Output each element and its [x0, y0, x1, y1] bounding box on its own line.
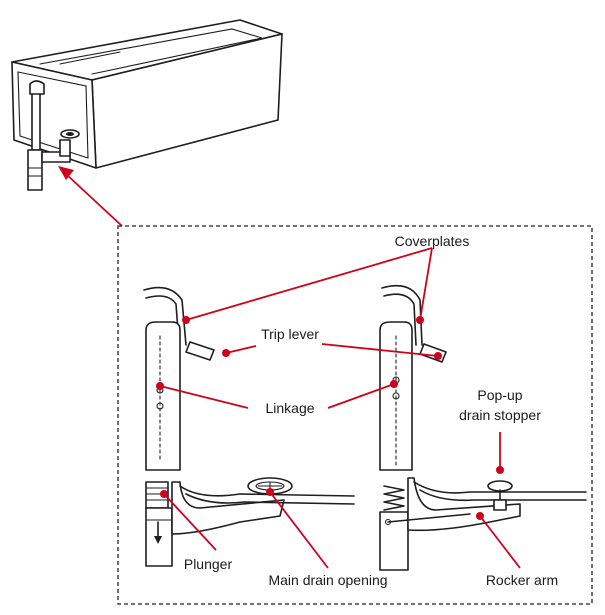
leader-linkage-left [159, 385, 249, 409]
plunger-drain-assembly [143, 286, 355, 567]
leader-trip-lever-right [321, 343, 439, 357]
label-main-drain-opening: Main drain opening [268, 572, 387, 588]
callout-labels: Coverplates Trip lever Linkage Pop-up dr… [184, 233, 558, 588]
label-trip-lever: Trip lever [261, 326, 319, 342]
zoom-pointer-arrow [58, 166, 123, 227]
popup-drain-assembly [379, 284, 587, 571]
leader-linkage-right [327, 383, 395, 409]
label-linkage: Linkage [265, 400, 314, 416]
bathtub-illustration [11, 19, 283, 191]
leader-main-drain [269, 491, 329, 569]
leader-rocker-arm [479, 515, 521, 569]
leader-trip-lever-left [225, 345, 257, 354]
label-coverplates: Coverplates [395, 233, 470, 249]
label-rocker-arm: Rocker arm [486, 572, 558, 588]
leader-coverplates-left [185, 247, 433, 321]
label-popup-line2: drain stopper [459, 407, 541, 423]
detail-frame [117, 225, 593, 605]
label-plunger: Plunger [184, 556, 233, 572]
leader-lines [156, 247, 521, 569]
leader-plunger [163, 493, 217, 551]
label-popup-line1: Pop-up [477, 387, 522, 403]
leader-coverplates-right [419, 247, 433, 321]
